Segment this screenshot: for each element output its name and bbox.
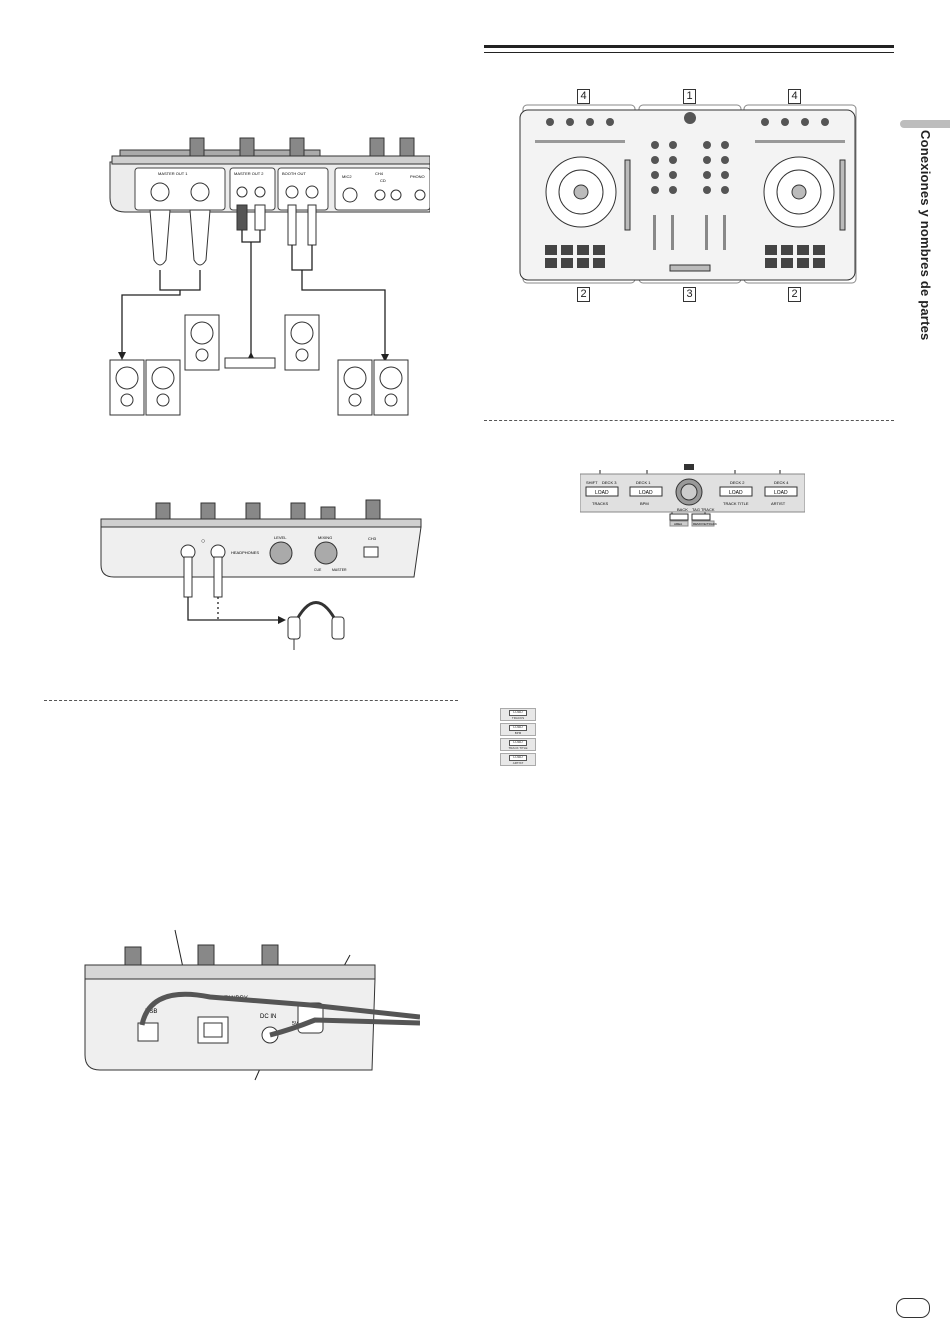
back-label: BACK <box>677 507 688 512</box>
legend-load-label: LOAD <box>509 710 527 716</box>
booth-out-label: BOOTH OUT <box>282 171 306 176</box>
usb-label: USB <box>145 1009 157 1015</box>
area-label: AREA <box>674 522 682 526</box>
legend-sub-label: TRACK TITLE <box>508 745 528 750</box>
subsection-divider-left <box>44 700 458 701</box>
level-label: LEVEL <box>274 535 287 540</box>
headphones-label: HEADPHONES <box>231 550 259 555</box>
controller-overview <box>519 104 857 284</box>
deck4-label: DECK 4 <box>774 480 789 485</box>
load-button-1-label: LOAD <box>595 490 609 496</box>
headphones-panel-figure: ○ HEADPHONES LEVEL MIXING CUE MASTER CH3 <box>100 499 422 650</box>
legend-load-label: LOAD <box>509 725 527 731</box>
ch3-label: CH3 <box>368 536 377 541</box>
legend-load-bpm: LOAD BPM <box>500 723 536 736</box>
ch4-label: CH4 <box>375 171 384 176</box>
load-button-4-label: LOAD <box>774 490 788 496</box>
callout-3: 3 <box>683 287 696 302</box>
browser-section-figure: SHIFT DECK 3 DECK 1 DECK 2 DECK 4 LOAD T… <box>580 464 805 527</box>
sort-bpm-label: BPM <box>640 501 649 506</box>
callout-2-right: 2 <box>788 287 801 302</box>
subsection-divider <box>484 420 894 421</box>
legend-sub-label: TRACKS <box>511 715 525 720</box>
sort-track-label: TRACK TITLE <box>723 501 749 506</box>
deck1-label: DECK 1 <box>636 480 651 485</box>
mixing-label: MIXING <box>318 535 332 540</box>
section-title-vertical: Conexiones y nombres de partes <box>918 130 933 341</box>
section-rule-thick <box>484 45 894 48</box>
deck2-label: DECK 2 <box>730 480 745 485</box>
voltage-label: 5V <box>292 1021 299 1027</box>
cue-label: CUE <box>314 568 322 572</box>
legend-load-artist: LOAD ARTIST <box>500 753 536 766</box>
cd-label: CD <box>380 178 386 183</box>
callout-1: 1 <box>683 89 696 104</box>
page-number-badge <box>896 1298 930 1318</box>
dc-in-label: DC IN <box>260 1014 276 1020</box>
legend-load-label: LOAD <box>509 755 527 761</box>
callout-4-right: 4 <box>788 89 801 104</box>
master-out2-label: MASTER OUT 2 <box>234 171 264 176</box>
callout-4-left: 4 <box>577 89 590 104</box>
tag-track-label: TAG TRACK <box>692 507 715 512</box>
rear-panel-figure: MASTER OUT 1 MASTER OUT 2 BOOTH OUT MIC2… <box>109 137 430 416</box>
deck3-label: DECK 3 <box>602 480 617 485</box>
legend-sub-label: BPM <box>514 730 522 735</box>
legend-load-label: LOAD <box>509 740 527 746</box>
load-button-2-label: LOAD <box>639 490 653 496</box>
callout-2-left: 2 <box>577 287 590 302</box>
sort-tracks-label: TRACKS <box>592 501 609 506</box>
load-button-3-label: LOAD <box>729 490 743 496</box>
master-out1-label: MASTER OUT 1 <box>158 171 188 176</box>
section-tab-marker <box>900 120 950 128</box>
svg-text:○: ○ <box>201 538 205 545</box>
usb-panel-figure: USB STANDBY DC IN 5V <box>84 929 420 1081</box>
section-rule-thin <box>484 52 894 53</box>
legend-load-tracks: LOAD TRACKS <box>500 708 536 721</box>
legend-load-track-title: LOAD TRACK TITLE <box>500 738 536 751</box>
phono-label: PHONO <box>410 174 425 179</box>
remove-label: REMOVE/TRACK <box>693 522 717 526</box>
master-label: MASTER <box>332 568 347 572</box>
browser-shift-label: SHIFT <box>586 480 598 485</box>
mic2-label: MIC2 <box>342 174 352 179</box>
sort-artist-label: ARTIST <box>771 501 786 506</box>
legend-sub-label: ARTIST <box>512 760 524 765</box>
